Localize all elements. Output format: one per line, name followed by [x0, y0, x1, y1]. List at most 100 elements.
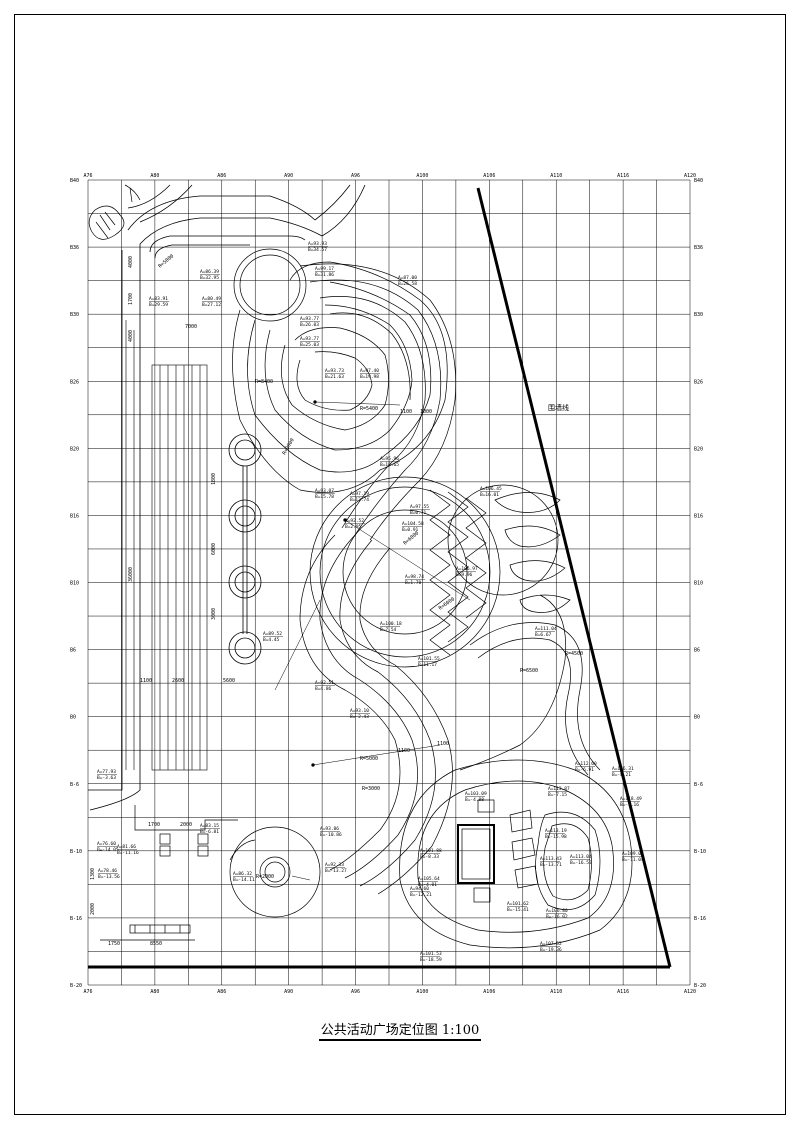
coordinate-b-text: B=12.74: [350, 497, 369, 503]
coordinate-a-text: A=86.32: [233, 871, 252, 877]
grid-label-top: A90: [284, 173, 293, 179]
coordinate-b-text: B=4.45: [263, 637, 280, 643]
wall-boundary-line: [476, 187, 672, 968]
grid-label-left: B26: [70, 379, 79, 385]
coordinate-b-text: B=7.54: [380, 627, 397, 633]
dim-8550: 8550: [150, 941, 162, 947]
grid-label-bottom: A80: [150, 989, 159, 995]
grid-label-right: B36: [694, 245, 703, 251]
dim-4000-a: 4000: [128, 256, 134, 268]
coordinate-a-text: A=104.58: [402, 521, 424, 527]
coordinate-a-text: A=111.04: [535, 626, 557, 632]
grid-label-top: A86: [217, 173, 226, 179]
grid-label-left: B-20: [70, 983, 82, 989]
coordinate-a-text: A=106.80: [546, 908, 568, 914]
coordinate-a-text: A=101.55: [418, 656, 440, 662]
coordinate-b-text: B=26.03: [300, 322, 319, 328]
coordinate-a-text: A=86.39: [200, 269, 219, 275]
coordinate-b-text: B=-7.15: [548, 792, 567, 798]
leaf-shelters: [494, 492, 571, 613]
grid-label-bottom: A76: [83, 989, 92, 995]
coordinate-b-text: B=6.67: [535, 632, 552, 638]
coordinate-a-text: A=92.52: [345, 518, 364, 524]
coordinate-b-text: B=-18.59: [420, 957, 442, 963]
grid-label-left: B20: [70, 446, 79, 452]
coordinate-a-text: A=77.93: [97, 769, 116, 775]
coordinate-a-text: A=98.74: [405, 574, 424, 580]
radius-7: R=5000: [360, 756, 378, 762]
grid-label-bottom: A90: [284, 989, 293, 995]
coordinate-a-text: A=116.31: [612, 766, 634, 772]
radius-8: R=3000: [362, 786, 380, 792]
coordinate-a-text: A=76.60: [97, 841, 116, 847]
grid-label-left: B16: [70, 513, 79, 519]
coordinate-a-text: A=92.51: [315, 680, 334, 686]
coordinate-a-text: A=101.53: [420, 951, 442, 957]
coordinate-b-text: B=-13.56: [98, 874, 120, 880]
coordinate-b-text: B=-4.88: [465, 797, 484, 803]
entrance-roads: [88, 184, 366, 811]
coordinate-b-text: B=-14.05: [97, 847, 119, 853]
grid-label-bottom: A96: [351, 989, 360, 995]
coordinate-b-text: B=31.86: [315, 272, 334, 278]
coordinate-a-text: A=109.06: [622, 851, 644, 857]
coordinate-a-text: A=93.73: [325, 368, 344, 374]
coordinate-a-text: A=81.66: [117, 844, 136, 850]
dim-1800: 1800: [211, 473, 217, 485]
grid-label-left: B30: [70, 312, 79, 318]
coordinate-b-text: B=2.95: [345, 524, 362, 530]
dim-1100-c: 1100: [398, 748, 410, 754]
coordinate-a-text: A=97.40: [360, 368, 379, 374]
grid-label-left: B-6: [70, 782, 79, 788]
grid-label-right: B0: [694, 715, 700, 721]
coordinate-b-text: B=-11.16: [117, 850, 139, 856]
radius-1: R=5000: [157, 253, 175, 269]
north-mound: [232, 248, 448, 493]
radius-2: R=8400: [255, 379, 273, 385]
coordinate-b-text: B=11.17: [418, 662, 437, 668]
coordinate-b-text: B=29.59: [149, 302, 168, 308]
radius-11: R=2000: [256, 874, 274, 880]
coordinate-a-text: A=97.19: [350, 491, 369, 497]
coordinate-b-text: B=-10.86: [320, 832, 342, 838]
coordinate-b-text: B=0.71: [410, 510, 427, 516]
coordinate-a-text: A=97.55: [410, 504, 429, 510]
coordinate-b-text: B=-12.21: [410, 892, 432, 898]
coordinate-a-text: A=101.88: [420, 848, 442, 854]
dim-1000-b: 1000: [420, 409, 432, 415]
grid-label-right: B6: [694, 648, 700, 654]
planter-circles: [228, 433, 262, 665]
dimension-texts: 4000 1700 4000 7000 36000 1100 2600 1800…: [90, 256, 449, 947]
coordinate-a-text: A=100.18: [380, 621, 402, 627]
coordinate-a-text: A=101.62: [507, 901, 529, 907]
grid-label-right: B20: [694, 446, 703, 452]
coordinate-a-text: A=93.10: [350, 708, 369, 714]
coordinate-b-text: B=34.57: [308, 247, 327, 253]
coordinate-a-text: A=78.46: [98, 868, 117, 874]
coordinate-b-text: B=-13.27: [325, 868, 347, 874]
grid-label-left: B-10: [70, 849, 82, 855]
coordinate-a-text: A=113.19: [545, 828, 567, 834]
coordinate-b-text: B=4.86: [315, 686, 332, 692]
central-circle: [309, 476, 559, 668]
grid-label-left: B10: [70, 581, 79, 587]
grid-label-top: A100: [416, 173, 428, 179]
coordinate-b-text: B=-14.11: [233, 877, 255, 883]
coordinate-a-text: A=113.43: [540, 856, 562, 862]
dim-1100-d: 1100: [437, 741, 449, 747]
grid-label-top: A110: [550, 173, 562, 179]
dim-1100: 1100: [140, 678, 152, 684]
dim-5600: 5600: [223, 678, 235, 684]
curved-walkway: [299, 263, 457, 895]
coordinate-b-text: B=-11.04: [622, 857, 644, 863]
dim-1100-b: 1100: [400, 409, 412, 415]
dim-6000: 6000: [211, 543, 217, 555]
grid-label-top: A76: [83, 173, 92, 179]
grid-label-top: A116: [617, 173, 629, 179]
coordinate-a-text: A=83.15: [200, 823, 219, 829]
coordinate-b-text: B=32.95: [200, 275, 219, 281]
grid-label-right: B16: [694, 513, 703, 519]
radius-9: R=6500: [520, 668, 538, 674]
coordinate-b-text: B=-6.81: [200, 829, 219, 835]
